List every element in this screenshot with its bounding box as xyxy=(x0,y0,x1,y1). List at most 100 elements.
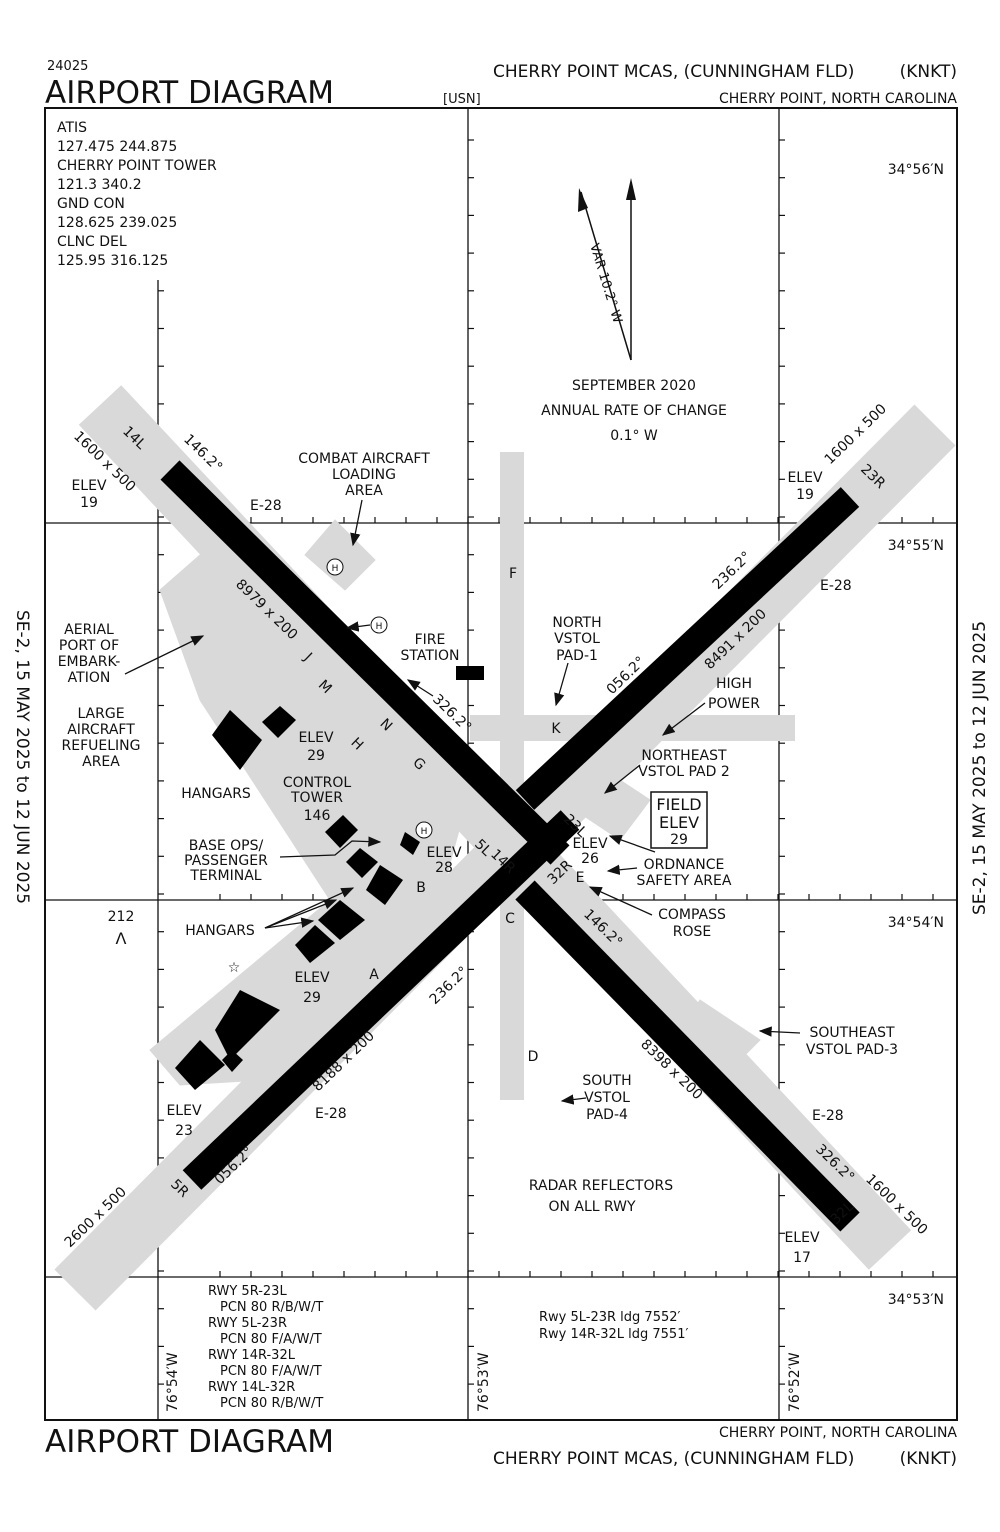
svg-text:RWY 14R-32L: RWY 14R-32L xyxy=(208,1348,296,1363)
svg-text:SOUTHEAST: SOUTHEAST xyxy=(809,1025,895,1041)
runway-5R-23L xyxy=(182,810,580,1190)
svg-text:PCN 80 R/B/W/T: PCN 80 R/B/W/T xyxy=(220,1300,323,1315)
runways xyxy=(160,460,860,1232)
svg-text:VSTOL: VSTOL xyxy=(584,1090,630,1106)
svg-text:ON ALL RWY: ON ALL RWY xyxy=(548,1199,636,1215)
svg-text:34°53′N: 34°53′N xyxy=(888,1292,944,1308)
svg-text:ATIS: ATIS xyxy=(57,120,87,136)
svg-text:19: 19 xyxy=(796,487,814,503)
chart-number: 24025 xyxy=(47,59,88,74)
svg-text:ELEV: ELEV xyxy=(784,1230,819,1246)
svg-text:SEPTEMBER 2020: SEPTEMBER 2020 xyxy=(572,378,696,394)
svg-text:26: 26 xyxy=(581,851,599,867)
svg-text:0.1° W: 0.1° W xyxy=(610,428,658,444)
svg-text:ELEV: ELEV xyxy=(294,970,329,986)
field-elevation-box: FIELD ELEV 29 xyxy=(650,791,708,849)
svg-text:HANGARS: HANGARS xyxy=(181,786,251,802)
svg-text:ELEV: ELEV xyxy=(166,1103,201,1119)
effective-dates-left: SE-2, 15 MAY 2025 to 12 JUN 2025 xyxy=(12,610,32,904)
svg-text:CLNC DEL: CLNC DEL xyxy=(57,234,127,250)
svg-text:C: C xyxy=(505,911,515,927)
svg-text:VSTOL: VSTOL xyxy=(554,631,600,647)
svg-text:E-28: E-28 xyxy=(812,1108,844,1124)
svg-text:AREA: AREA xyxy=(82,754,120,770)
svg-text:AIRCRAFT: AIRCRAFT xyxy=(67,722,135,738)
svg-text:CONTROL: CONTROL xyxy=(283,775,352,791)
footer-airport: CHERRY POINT MCAS, (CUNNINGHAM FLD) xyxy=(493,1449,854,1469)
landing-distance-notes: Rwy 5L-23R ldg 7552′ Rwy 14R-32L ldg 7551… xyxy=(539,1310,688,1342)
svg-text:VAR 10.2° W: VAR 10.2° W xyxy=(586,242,625,325)
effective-dates-right: SE-2, 15 MAY 2025 to 12 JUN 2025 xyxy=(970,621,990,915)
star-icon: ☆ xyxy=(228,960,241,976)
svg-text:TOWER: TOWER xyxy=(290,790,343,806)
svg-text:HIGH: HIGH xyxy=(716,676,752,692)
svg-text:B: B xyxy=(416,880,426,896)
svg-text:VSTOL PAD-3: VSTOL PAD-3 xyxy=(806,1042,898,1058)
svg-text:76°54′W: 76°54′W xyxy=(165,1352,181,1412)
svg-text:LARGE: LARGE xyxy=(77,706,124,722)
svg-text:NORTHEAST: NORTHEAST xyxy=(641,748,727,764)
svg-text:ELEV: ELEV xyxy=(572,836,607,852)
svg-text:CHERRY POINT TOWER: CHERRY POINT TOWER xyxy=(57,158,217,174)
frame xyxy=(44,107,958,1421)
svg-text:K: K xyxy=(551,721,561,737)
svg-text:A: A xyxy=(369,967,379,983)
svg-text:Rwy 5L-23R ldg 7552′: Rwy 5L-23R ldg 7552′ xyxy=(539,1310,681,1325)
svg-text:FIRE: FIRE xyxy=(415,632,446,648)
svg-text:76°52′W: 76°52′W xyxy=(787,1352,803,1412)
north-arrow: VAR 10.2° W xyxy=(578,178,636,361)
svg-text:AREA: AREA xyxy=(345,483,383,499)
svg-text:76°53′W: 76°53′W xyxy=(476,1352,492,1412)
svg-text:ELEV: ELEV xyxy=(298,730,333,746)
svg-text:PCN 80 R/B/W/T: PCN 80 R/B/W/T xyxy=(220,1396,323,1411)
svg-text:28: 28 xyxy=(435,860,453,876)
svg-text:ELEV: ELEV xyxy=(659,813,699,832)
svg-text:E-28: E-28 xyxy=(250,498,282,514)
svg-text:E-28: E-28 xyxy=(315,1106,347,1122)
airport-name: CHERRY POINT MCAS, (CUNNINGHAM FLD) xyxy=(493,62,854,82)
location: CHERRY POINT, NORTH CAROLINA xyxy=(719,91,957,107)
runway-5L-23R xyxy=(515,487,860,810)
svg-text:29: 29 xyxy=(307,748,325,764)
svg-text:PCN 80 F/A/W/T: PCN 80 F/A/W/T xyxy=(220,1364,322,1379)
footer-title: AIRPORT DIAGRAM xyxy=(45,1424,334,1460)
airport-ident: (KNKT) xyxy=(900,62,957,82)
svg-text:212: 212 xyxy=(108,909,135,925)
svg-text:121.3 340.2: 121.3 340.2 xyxy=(57,177,142,193)
svg-text:E-28: E-28 xyxy=(820,578,852,594)
svg-text:H: H xyxy=(332,564,339,574)
svg-text:EMBARK-: EMBARK- xyxy=(58,654,121,670)
svg-text:ROSE: ROSE xyxy=(673,924,711,940)
svg-text:29: 29 xyxy=(303,990,321,1006)
helipads: H H H xyxy=(326,558,433,839)
svg-text:Rwy 14R-32L ldg 7551′: Rwy 14R-32L ldg 7551′ xyxy=(539,1327,688,1342)
svg-text:PORT OF: PORT OF xyxy=(59,638,119,654)
svg-text:34°54′N: 34°54′N xyxy=(888,915,944,931)
runway-14R-32L xyxy=(515,880,860,1232)
svg-text:REFUELING: REFUELING xyxy=(62,738,141,754)
svg-text:ELEV: ELEV xyxy=(787,470,822,486)
svg-text:POWER: POWER xyxy=(708,696,760,712)
svg-text:LOADING: LOADING xyxy=(332,467,396,483)
svg-text:NORTH: NORTH xyxy=(552,615,601,631)
svg-text:COMBAT AIRCRAFT: COMBAT AIRCRAFT xyxy=(298,451,430,467)
svg-text:H: H xyxy=(376,622,383,632)
svg-text:RWY 5L-23R: RWY 5L-23R xyxy=(208,1316,287,1331)
svg-text:PASSENGER: PASSENGER xyxy=(184,853,268,869)
agency: [USN] xyxy=(443,92,481,107)
svg-text:E: E xyxy=(576,870,585,886)
fire-station-building xyxy=(456,666,484,680)
svg-text:34°55′N: 34°55′N xyxy=(888,538,944,554)
svg-text:H: H xyxy=(421,827,428,837)
obstacle-icon: Λ xyxy=(116,929,127,948)
svg-text:128.625 239.025: 128.625 239.025 xyxy=(57,215,177,231)
footer-location: CHERRY POINT, NORTH CAROLINA xyxy=(719,1425,957,1441)
svg-text:VSTOL PAD 2: VSTOL PAD 2 xyxy=(638,764,730,780)
svg-text:PAD-1: PAD-1 xyxy=(556,648,598,664)
latitude-labels: 34°56′N34°55′N 34°54′N34°53′N xyxy=(888,162,944,1308)
